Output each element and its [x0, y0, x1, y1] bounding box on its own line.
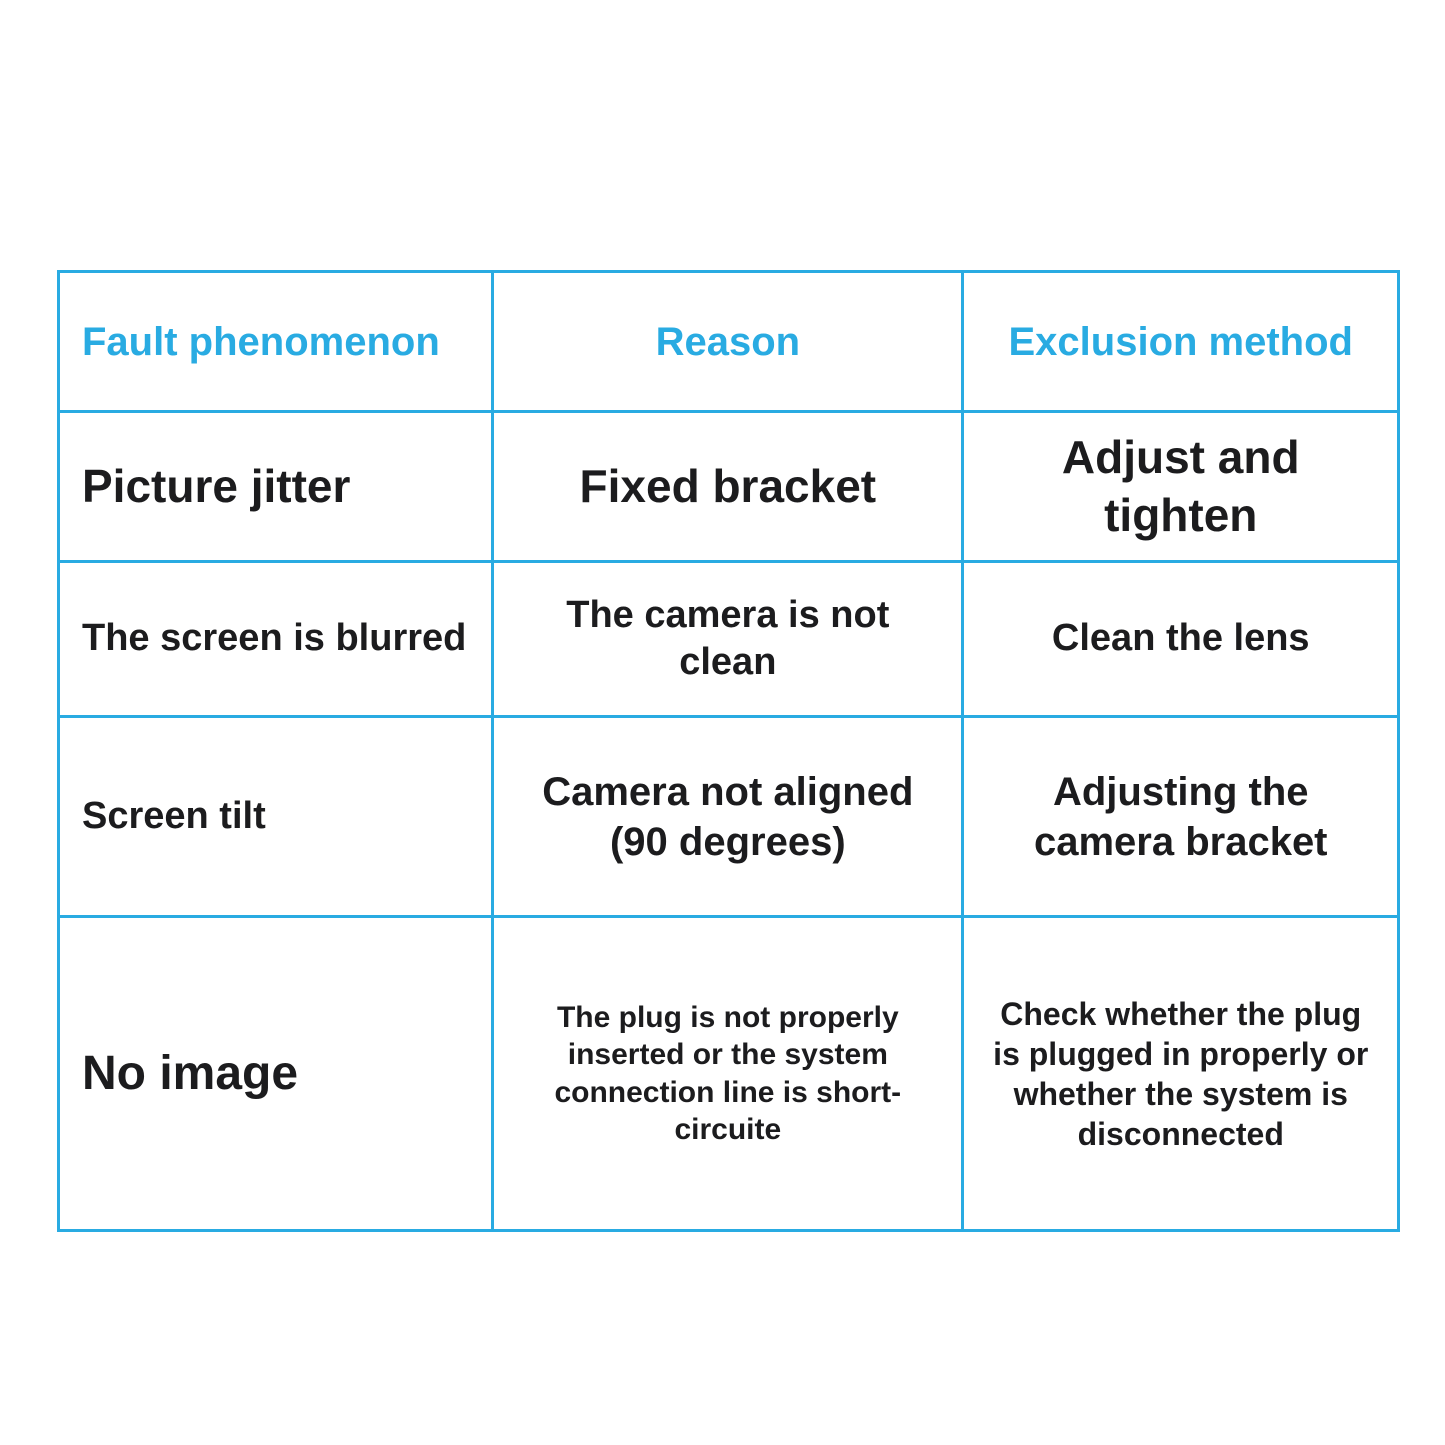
- table-row: No image The plug is not properly insert…: [56, 915, 1400, 1232]
- cell-fault-no-image: No image: [56, 915, 495, 1232]
- cell-fault-picture-jitter: Picture jitter: [56, 410, 495, 563]
- cell-reason-camera-not-clean: The camera is not clean: [491, 560, 965, 718]
- cell-fault-screen-blurred: The screen is blurred: [56, 560, 495, 718]
- cell-method-check-plug: Check whether the plug is plugged in pro…: [961, 915, 1400, 1232]
- cell-method-adjust-tighten: Adjust and tighten: [961, 410, 1400, 563]
- header-row: Fault phenomenon Reason Exclusion method: [56, 270, 1400, 413]
- cell-reason-camera-not-aligned: Camera not aligned (90 degrees): [491, 715, 965, 918]
- table-row: The screen is blurred The camera is not …: [56, 560, 1400, 718]
- cell-fault-screen-tilt: Screen tilt: [56, 715, 495, 918]
- troubleshooting-table-container: Fault phenomenon Reason Exclusion method…: [56, 270, 1400, 1232]
- table-row: Screen tilt Camera not aligned (90 degre…: [56, 715, 1400, 918]
- header-exclusion-method: Exclusion method: [961, 270, 1400, 413]
- cell-text: Adjusting the camera bracket: [1033, 769, 1328, 864]
- cell-method-clean-lens: Clean the lens: [961, 560, 1400, 718]
- cell-text: Camera not aligned (90 degrees): [542, 769, 914, 864]
- header-fault-phenomenon: Fault phenomenon: [56, 270, 495, 413]
- header-reason: Reason: [491, 270, 965, 413]
- cell-text: The plug is not properly inserted or the…: [554, 1000, 902, 1147]
- cell-text: Check whether the plug is plugged in pro…: [993, 995, 1369, 1152]
- cell-reason-fixed-bracket: Fixed bracket: [491, 410, 965, 563]
- table-row: Picture jitter Fixed bracket Adjust and …: [56, 410, 1400, 563]
- cell-reason-plug-not-inserted: The plug is not properly inserted or the…: [491, 915, 965, 1232]
- cell-method-adjust-camera-bracket: Adjusting the camera bracket: [961, 715, 1400, 918]
- troubleshooting-table: Fault phenomenon Reason Exclusion method…: [56, 270, 1400, 1232]
